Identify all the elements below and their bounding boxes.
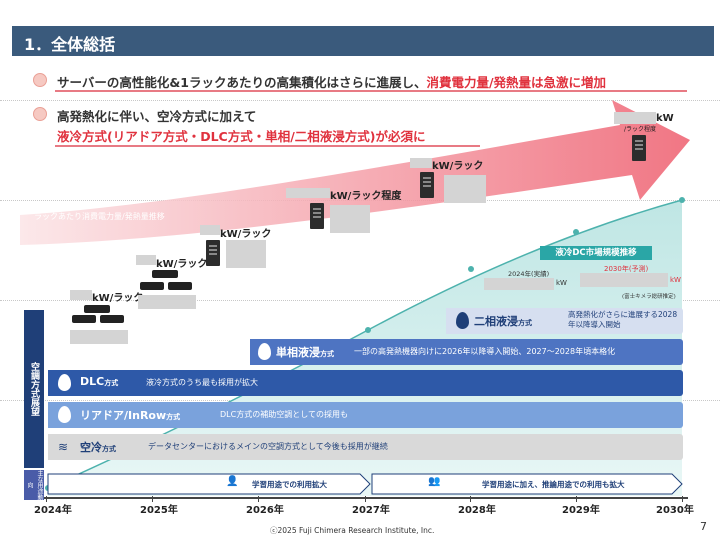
band-two-phase: 二相液浸方式 高発熱化がさらに進展する2028年以降導入開始 (446, 308, 683, 334)
kw-label-2030: kW (656, 113, 674, 124)
market-point (468, 266, 474, 272)
year-label: 2027年 (352, 505, 390, 516)
band-dlc-desc: 液冷方式のうち最も採用が拡大 (146, 378, 258, 387)
axis-tick (470, 496, 471, 502)
market-unit-2030: kW (670, 276, 681, 284)
market-point (679, 197, 685, 203)
server-icon (632, 135, 646, 161)
bullet-marker (33, 73, 47, 87)
usage-1-text: 学習用途での利用拡大 (252, 480, 327, 489)
copyright: ⓒ2025 Fuji Chimera Research Institute, I… (270, 526, 435, 535)
arrow-label: ラックあたり消費電力量/発熱量推移 (34, 212, 165, 221)
timeline-axis (44, 497, 688, 499)
bullet-marker (33, 107, 47, 121)
market-point (573, 229, 579, 235)
server-icon (310, 203, 324, 229)
redacted-value (484, 278, 554, 290)
band-two-phase-name: 二相液浸方式 (474, 315, 532, 328)
year-label: 2028年 (458, 505, 496, 516)
page-number: 7 (700, 520, 707, 533)
kw-label-2027: kW/ラック程度 (330, 191, 402, 202)
band-single-phase-name: 単相液浸方式 (276, 346, 334, 359)
year-label: 2025年 (140, 505, 178, 516)
redacted-value (200, 225, 220, 235)
server-icon (206, 240, 220, 266)
title-bar: 1．全体総括 (12, 26, 714, 56)
bullet-2-underline (55, 145, 480, 147)
axis-tick (258, 496, 259, 502)
redacted-value (330, 205, 370, 233)
bullet-1-highlight: 消費電力量/発熱量は急激に増加 (426, 75, 607, 90)
band-air-name: 空冷方式 (80, 441, 116, 454)
year-label: 2029年 (562, 505, 600, 516)
droplet-icon (456, 312, 469, 329)
band-two-phase-desc: 高発熱化がさらに進展する2028年以降導入開始 (568, 310, 678, 329)
redacted-value (226, 240, 266, 268)
band-dlc: DLC方式 液冷方式のうち最も採用が拡大 (48, 370, 683, 396)
bullet-1: サーバーの高性能化&1ラックあたりの高集積化はさらに進展し、消費電力量/発熱量は… (57, 72, 606, 91)
band-rear-door-name: リアドア/InRow方式 (80, 409, 181, 422)
growth-arrow (20, 100, 690, 245)
usage-arrow-1 (47, 473, 371, 495)
band-single-phase: 単相液浸方式 一部の高発熱機器向けに2026年以降導入開始、2027～2028年… (250, 339, 683, 365)
redacted-value (70, 330, 128, 344)
band-rear-door-desc: DLC方式の補助空調としての採用も (220, 410, 348, 419)
guide-line (0, 100, 720, 101)
usage-arrows-svg (47, 473, 683, 495)
redacted-value (136, 255, 156, 265)
band-dlc-name: DLC方式 (80, 375, 119, 388)
kw-label-2030-sub: /ラック程度 (624, 126, 657, 133)
market-point (365, 327, 371, 333)
bullet-2-text: 高発熱化に伴い、空冷方式に加えて (57, 109, 257, 124)
side-label-usage: 主な用途動向 (24, 470, 44, 500)
person-icon: 👤 (226, 476, 239, 487)
band-rear-door: リアドア/InRow方式 DLC方式の補助空調としての採用も (48, 402, 683, 428)
year-label: 2026年 (246, 505, 284, 516)
year-label: 2030年 (656, 505, 694, 516)
axis-tick (682, 496, 683, 502)
year-label: 2024年 (34, 505, 72, 516)
redacted-value (614, 112, 656, 124)
person-icon: 👥 (428, 476, 441, 487)
usage-arrow-2 (371, 473, 683, 495)
band-single-phase-desc: 一部の高発熱機器向けに2026年以降導入開始、2027～2028年頃本格化 (354, 347, 616, 356)
bullet-2-highlight: 液冷方式(リアドア方式・DLC方式・単相/二相液浸方式)が必須に (57, 129, 426, 144)
redacted-value (410, 158, 432, 168)
wind-icon: ≋ (58, 440, 69, 454)
page-title: 1．全体総括 (24, 35, 116, 54)
side-label-cooling: 空調方式展望 (24, 310, 44, 468)
redacted-value (138, 295, 196, 309)
server-rack-icon (138, 270, 196, 295)
guide-line (0, 300, 720, 301)
axis-tick (365, 496, 366, 502)
droplet-icon (258, 343, 271, 360)
market-label-2030: 2030年(予測) (604, 265, 649, 273)
axis-tick (576, 496, 577, 502)
kw-label-2025: kW/ラック (156, 259, 208, 270)
axis-tick (152, 496, 153, 502)
usage-2-text: 学習用途に加え、推論用途での利用も拡大 (482, 480, 625, 489)
droplet-icon (58, 374, 71, 391)
market-title: 液冷DC市場規模推移 (540, 246, 652, 260)
market-label-2024: 2024年(実績) (508, 270, 550, 278)
band-air: ≋ 空冷方式 データセンターにおけるメインの空調方式として今後も採用が継続 (48, 434, 683, 460)
droplet-icon (58, 406, 71, 423)
band-air-desc: データセンターにおけるメインの空調方式として今後も採用が継続 (148, 442, 388, 451)
redacted-value (70, 290, 92, 300)
market-unit-2024: kW (556, 279, 567, 287)
bullet-1-text: サーバーの高性能化&1ラックあたりの高集積化はさらに進展し、 (57, 75, 427, 90)
axis-tick (46, 496, 47, 502)
server-rack-icon (70, 305, 128, 330)
kw-label-2024: kW/ラック (92, 293, 144, 304)
market-source-note: (富士キメラ総研推定) (622, 294, 676, 300)
bullet-1-underline (55, 90, 687, 92)
redacted-value (580, 273, 668, 287)
redacted-value (444, 175, 486, 203)
kw-label-2028: kW/ラック (432, 161, 484, 172)
redacted-value (286, 188, 330, 198)
server-icon (420, 172, 434, 198)
kw-label-2026: kW/ラック (220, 229, 272, 240)
